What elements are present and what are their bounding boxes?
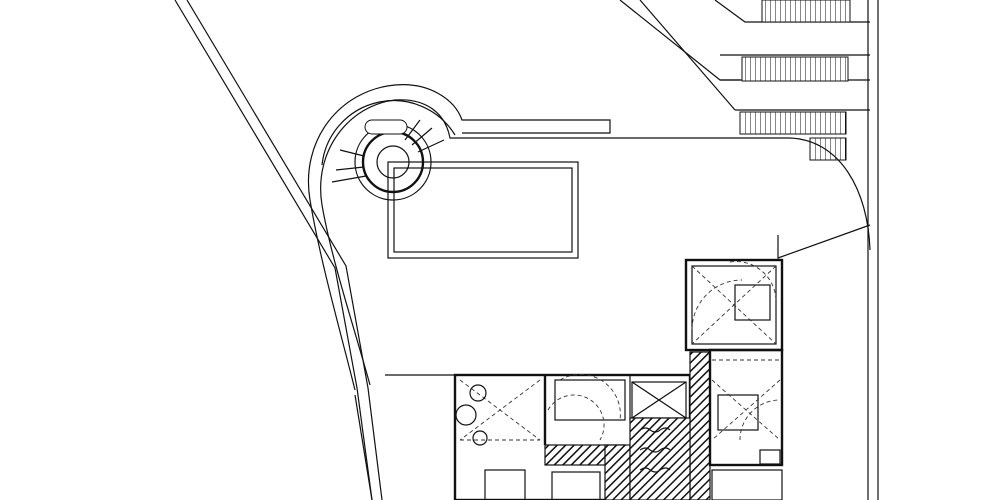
swimming-pool xyxy=(387,161,579,259)
site-boundary-left xyxy=(174,0,383,500)
terrace-outline xyxy=(308,84,871,391)
building-plan xyxy=(453,258,784,500)
exterior-stairs xyxy=(739,0,851,161)
